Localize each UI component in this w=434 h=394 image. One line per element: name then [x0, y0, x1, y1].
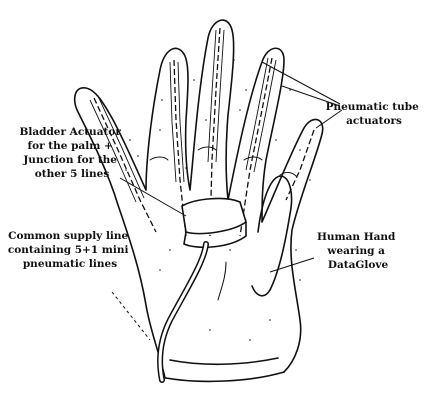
hand-outline	[75, 20, 323, 378]
bladder-actuator	[182, 199, 246, 248]
label-human-hand: Human Hand wearing a DataGlove	[317, 231, 399, 271]
label-pneumatic-tube: Pneumatic tube actuators	[326, 101, 423, 127]
leader-bladder	[120, 178, 186, 216]
thumb-outline	[252, 176, 292, 296]
actuator-tube-thumb	[286, 130, 314, 200]
label-common-supply: Common supply line containing 5+1 mini p…	[8, 230, 132, 270]
label-bladder-actuator: Bladder Actuator for the palm + Junction…	[19, 126, 124, 180]
leader-pneumatic-1	[262, 62, 340, 104]
glove-cuff	[170, 358, 278, 364]
